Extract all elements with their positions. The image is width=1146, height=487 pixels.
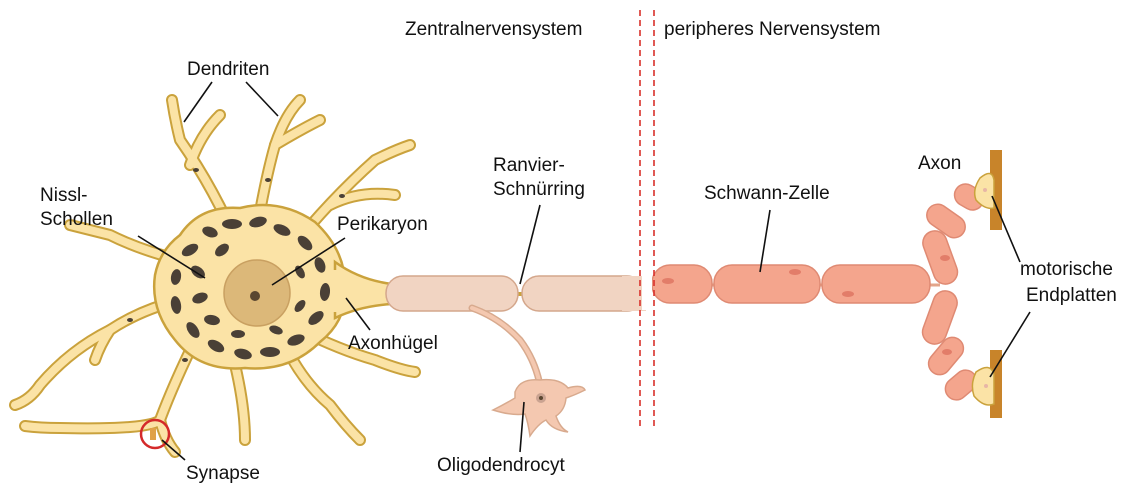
label-axon: Axon	[918, 152, 961, 175]
nucleus	[224, 260, 290, 326]
label-axon-hillock: Axonhügel	[348, 332, 438, 355]
label-nissl-line2: Schollen	[40, 208, 113, 231]
label-oligodendrocyte: Oligodendrocyt	[437, 454, 565, 477]
label-endplates-line1: motorische	[1020, 258, 1113, 281]
label-cns: Zentralnervensystem	[405, 18, 582, 41]
label-dendrites: Dendriten	[187, 58, 269, 81]
label-ranvier-line2: Schnürring	[493, 178, 585, 201]
axon-hillock-shape	[335, 262, 392, 318]
cns-pns-boundary	[640, 10, 654, 430]
label-schwann-cell: Schwann-Zelle	[704, 182, 830, 205]
cns-myelin	[386, 276, 646, 311]
motor-endplates	[972, 150, 1002, 418]
pns-myelin	[650, 180, 987, 404]
label-perikaryon: Perikaryon	[337, 213, 428, 236]
oligodendrocyte-cell	[472, 308, 585, 436]
label-nissl-line1: Nissl-	[40, 184, 88, 207]
label-ranvier-line1: Ranvier-	[493, 154, 565, 177]
label-pns: peripheres Nervensystem	[664, 18, 880, 41]
label-endplates-line2: Endplatten	[1026, 284, 1117, 307]
label-synapse: Synapse	[186, 462, 260, 485]
